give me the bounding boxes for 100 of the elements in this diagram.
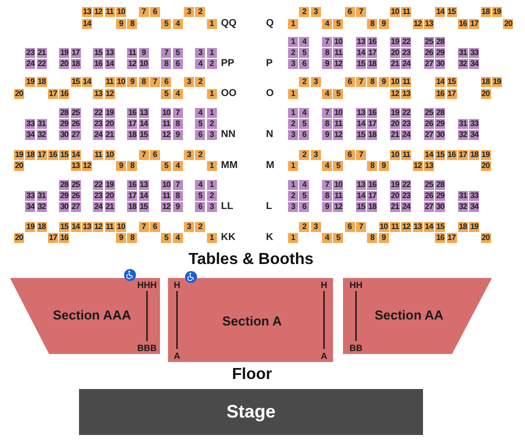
seat: 3 xyxy=(310,77,321,87)
seat: 17 xyxy=(367,48,378,58)
seat: 9 xyxy=(322,202,332,212)
seat: 3 xyxy=(184,77,194,87)
seat: 17 xyxy=(127,119,138,129)
seat: 22 xyxy=(401,37,412,47)
seat: 4 xyxy=(322,161,332,171)
seat: 7 xyxy=(356,7,366,17)
seat: 9 xyxy=(172,130,183,140)
seat: 1 xyxy=(288,161,298,171)
row-label: PP xyxy=(221,59,234,69)
seat: 22 xyxy=(93,180,104,190)
seat: 16 xyxy=(59,89,70,99)
seat: 11 xyxy=(104,77,115,87)
seat: 2 xyxy=(195,77,206,87)
seat: 23 xyxy=(93,119,104,129)
seat: 1 xyxy=(206,161,217,171)
seat: 19 xyxy=(492,7,502,17)
seat: 8 xyxy=(367,233,378,243)
seat: 1 xyxy=(206,89,217,99)
seat: 16 xyxy=(435,89,446,99)
seat: 6 xyxy=(150,7,160,17)
seat: 15 xyxy=(356,202,366,212)
seat: 3 xyxy=(195,48,206,58)
seat: 15 xyxy=(138,202,149,212)
seat: 11 xyxy=(104,222,115,232)
seat: 4 xyxy=(299,108,310,118)
seat: 19 xyxy=(480,150,491,160)
seat: 18 xyxy=(25,150,36,160)
seat: 25 xyxy=(424,37,434,47)
seat: 7 xyxy=(161,48,172,58)
seat: 28 xyxy=(59,108,70,118)
seat: 24 xyxy=(401,59,412,69)
seat: 4 xyxy=(195,108,206,118)
seat: 31 xyxy=(36,119,47,129)
seat: 5 xyxy=(161,161,172,171)
seat: 20 xyxy=(104,191,115,201)
seat: 31 xyxy=(458,191,468,201)
seat: 5 xyxy=(299,119,310,129)
seat: 2 xyxy=(206,59,217,69)
seat: 18 xyxy=(480,7,491,17)
seat: 14 xyxy=(356,191,366,201)
seat: 31 xyxy=(458,119,468,129)
seat: 31 xyxy=(36,191,47,201)
seat: 7 xyxy=(322,37,332,47)
seat: 30 xyxy=(435,59,446,69)
seat: 5 xyxy=(161,89,172,99)
seat: 11 xyxy=(333,48,344,58)
seat: 20 xyxy=(480,233,491,243)
seat: 19 xyxy=(104,180,115,190)
row-label: L xyxy=(266,202,272,212)
seat: 11 xyxy=(161,119,172,129)
seat: 34 xyxy=(469,59,480,69)
seat: 20 xyxy=(104,119,115,129)
seat: 7 xyxy=(356,77,366,87)
seat: 21 xyxy=(36,48,47,58)
seat: 6 xyxy=(172,59,183,69)
seat: 12 xyxy=(104,89,115,99)
row-marker: HHH xyxy=(136,280,158,290)
seat: 29 xyxy=(435,119,446,129)
seat: 12 xyxy=(401,222,412,232)
seat: 2 xyxy=(195,7,206,17)
seat: 10 xyxy=(390,77,400,87)
seat: 21 xyxy=(104,130,115,140)
seat: 10 xyxy=(390,7,400,17)
seat: 31 xyxy=(458,48,468,58)
seat: 3 xyxy=(184,7,194,17)
seat: 33 xyxy=(469,48,480,58)
seat: 16 xyxy=(93,59,104,69)
seat: 6 xyxy=(150,150,160,160)
seat: 1 xyxy=(206,48,217,58)
seat: 5 xyxy=(299,191,310,201)
seat: 12 xyxy=(333,202,344,212)
seat: 23 xyxy=(401,48,412,58)
seat: 25 xyxy=(70,180,81,190)
seat: 17 xyxy=(367,191,378,201)
seat: 20 xyxy=(14,161,24,171)
seat: 28 xyxy=(435,108,446,118)
seat: 22 xyxy=(401,108,412,118)
seat: 2 xyxy=(195,150,206,160)
seat: 20 xyxy=(480,161,491,171)
seat: 25 xyxy=(424,108,434,118)
section-name: Section A xyxy=(221,314,283,330)
seat: 6 xyxy=(344,7,355,17)
seat: 20 xyxy=(14,233,24,243)
seat: 18 xyxy=(70,59,81,69)
seat: 5 xyxy=(161,19,172,29)
seat: 6 xyxy=(344,150,355,160)
seat: 30 xyxy=(59,202,70,212)
seat: 24 xyxy=(93,202,104,212)
seat: 27 xyxy=(70,130,81,140)
seat: 9 xyxy=(378,77,389,87)
seat: 20 xyxy=(503,19,514,29)
row-label: M xyxy=(266,161,274,171)
seat: 23 xyxy=(25,48,36,58)
seat: 10 xyxy=(378,222,389,232)
seat: 33 xyxy=(469,191,480,201)
row-marker: HH xyxy=(348,280,364,290)
row-label: P xyxy=(266,59,273,69)
seat: 15 xyxy=(356,130,366,140)
